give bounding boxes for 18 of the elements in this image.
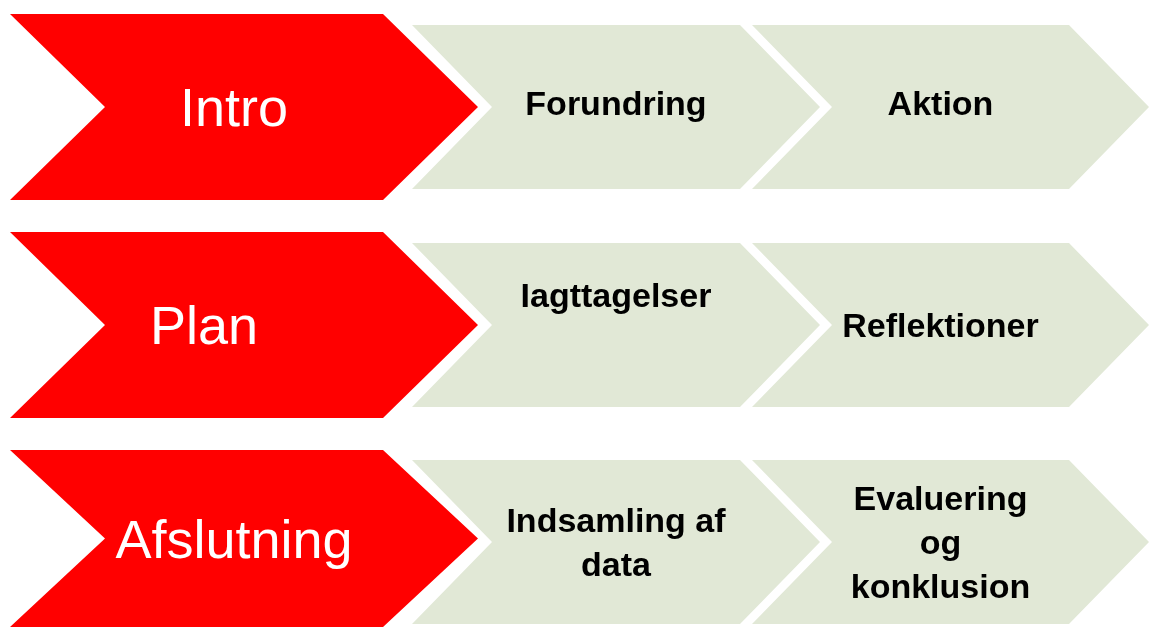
step-label: Afslutning (115, 507, 353, 570)
chevron-step (412, 25, 820, 189)
chevron-step (10, 450, 478, 627)
step-label: Intro (179, 76, 289, 138)
step-label: Plan (149, 294, 259, 356)
step-label: Indsamling af data (505, 499, 727, 585)
step-label: Forundring (525, 82, 707, 124)
chevron-step (412, 243, 820, 407)
chevron-step (10, 14, 478, 200)
chevron-step (752, 243, 1149, 407)
chevron-step (10, 232, 478, 418)
step-label: Aktion (887, 82, 994, 124)
chevron-step (752, 460, 1149, 624)
chevron-step (752, 25, 1149, 189)
step-label: Reflektioner (842, 304, 1039, 346)
step-label: Iagttagelser (520, 274, 712, 316)
chevron-step (412, 460, 820, 624)
step-label: Evaluering og konklusion (849, 477, 1032, 608)
